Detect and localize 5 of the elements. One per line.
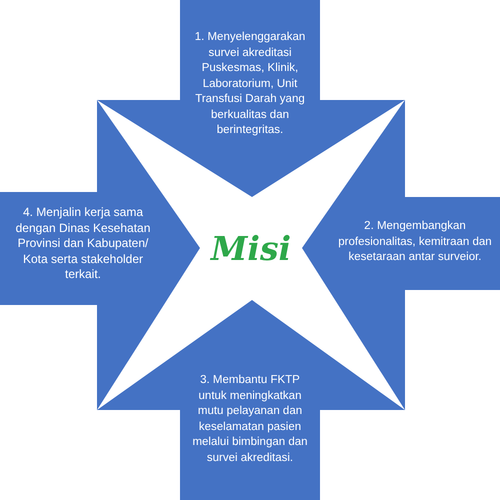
mission-text: 4. Menjalin kerja sama dengan Dinas Kesehatan Provinsi dan Kabupaten/ Kota serta stakeholder terkait. — [14, 205, 152, 282]
heading-text: Misi — [210, 230, 292, 268]
mission-text: 1. Menyelenggarakan survei akreditasi Puskesmas, Klinik, Laboratorium, Unit Transfusi Darah yang berkualitas dan berintegritas. — [194, 30, 306, 138]
mission-text: 3. Membantu FKTP untuk meningkatkan mutu pelayanan dan keselamatan pasien melalui bimbingan dan survei akreditasi. — [191, 373, 309, 466]
mission-text: 2. Mengembangkan profesionalitas, kemitraan dan kesetaraan antar surveior. — [337, 219, 493, 265]
